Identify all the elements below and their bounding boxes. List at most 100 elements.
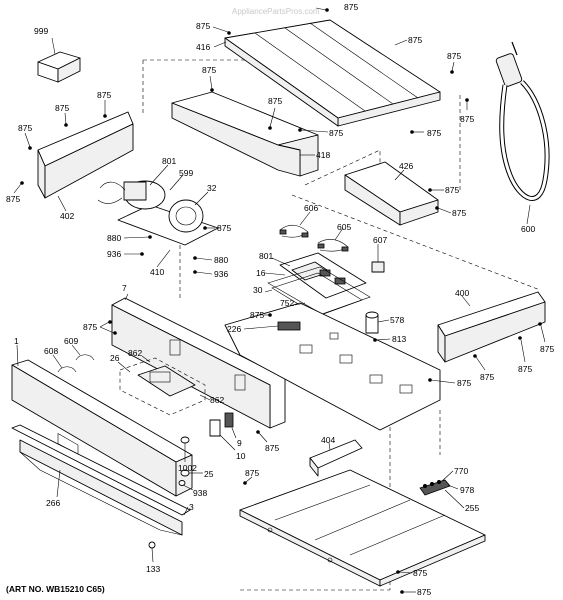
part-label: 875 (457, 378, 471, 388)
part-606-605-wires (279, 224, 349, 252)
part-label: 609 (64, 336, 78, 346)
part-label: 813 (392, 334, 406, 344)
part-label: 1 (14, 336, 19, 346)
part-label: 875 (427, 128, 441, 138)
part-266-trim (11, 424, 191, 536)
part-label: 880 (107, 233, 121, 243)
part-label: 578 (390, 315, 404, 325)
part-label: 875 (447, 51, 461, 61)
part-label: 875 (83, 322, 97, 332)
part-label: 875 (518, 364, 532, 374)
part-133-screw (148, 541, 156, 549)
part-label: 25 (204, 469, 214, 479)
part-label: 801 (162, 156, 176, 166)
part-label: 875 (452, 208, 466, 218)
part-label: 606 (304, 203, 318, 213)
part-label: 875 (250, 310, 264, 320)
watermark: AppliancePartsPros.com (232, 7, 320, 16)
part-label: 607 (373, 235, 387, 245)
part-label: 875 (18, 123, 32, 133)
part-418-duct (171, 91, 319, 177)
part-label: 875 (217, 223, 231, 233)
part-label: 875 (265, 443, 279, 453)
part-label: 936 (107, 249, 121, 259)
part-label: 30 (253, 285, 263, 295)
part-1-front-panel (11, 359, 193, 497)
part-label: 999 (34, 26, 48, 36)
part-label: 1002 (178, 463, 197, 473)
part-label: 418 (316, 150, 330, 160)
part-label: 416 (196, 42, 210, 52)
part-label: 605 (337, 222, 351, 232)
part-801-control-board (267, 252, 371, 317)
part-label: 936 (214, 269, 228, 279)
part-label: 10 (236, 451, 246, 461)
part-label: 7 (122, 283, 127, 293)
part-label: 226 (227, 324, 241, 334)
part-label: 400 (455, 288, 469, 298)
part-labels: 999 875 875 416 875 875 875 875 875 875 … (6, 2, 554, 597)
part-label: 880 (214, 255, 228, 265)
part-26-display-module (119, 357, 206, 416)
part-600-power-cord (495, 41, 550, 201)
part-255-terminal-block (419, 479, 451, 496)
part-400-side-panel (437, 291, 546, 363)
part-label: 875 (268, 96, 282, 106)
part-label: 875 (55, 103, 69, 113)
part-label: 875 (460, 114, 474, 124)
part-label: 875 (417, 587, 431, 597)
part-label: 600 (521, 224, 535, 234)
part-label: 875 (196, 21, 210, 31)
part-label: 26 (110, 353, 120, 363)
part-578 (365, 311, 379, 334)
part-label: 599 (179, 168, 193, 178)
part-label: 875 (329, 128, 343, 138)
part-label: 875 (540, 344, 554, 354)
leader-lines (13, 7, 546, 593)
art-number: (ART NO. WB15210 C65) (6, 584, 105, 594)
part-label: 752 (280, 298, 294, 308)
part-410-fan-assembly (97, 180, 219, 246)
part-label: 875 (445, 185, 459, 195)
part-label: 255 (465, 503, 479, 513)
part-9-10 (209, 412, 234, 437)
part-label: 133 (146, 564, 160, 574)
part-label: 770 (454, 466, 468, 476)
part-label: 862 (210, 395, 224, 405)
part-upper-plate (224, 302, 441, 431)
part-label: 875 (245, 468, 259, 478)
part-label: 875 (202, 65, 216, 75)
part-404-bracket (309, 439, 363, 477)
part-416-top-cover (224, 19, 441, 127)
part-label: 410 (150, 267, 164, 277)
part-label: 3 (189, 502, 194, 512)
part-label: 266 (46, 498, 60, 508)
part-label: 875 (480, 372, 494, 382)
part-label: 875 (344, 2, 358, 12)
part-label: 875 (6, 194, 20, 204)
part-label: 32 (207, 183, 217, 193)
part-label: 938 (193, 488, 207, 498)
part-label: 875 (97, 90, 111, 100)
part-label: 9 (237, 438, 242, 448)
part-1002-25-938 (178, 436, 190, 486)
part-402-panel (37, 111, 134, 199)
part-7-bracket (111, 297, 286, 429)
part-label: 404 (321, 435, 335, 445)
screw-markers (20, 8, 542, 594)
part-label: 16 (256, 268, 266, 278)
part-label: 862 (128, 348, 142, 358)
part-label: 426 (399, 161, 413, 171)
part-426-shelf (344, 161, 439, 226)
part-label: 402 (60, 211, 74, 221)
part-bottom-plate (239, 469, 486, 587)
part-label: 801 (259, 251, 273, 261)
part-608-609 (57, 354, 95, 373)
part-label: 608 (44, 346, 58, 356)
part-label: 978 (460, 485, 474, 495)
part-999-box (37, 51, 81, 83)
part-label: 875 (413, 568, 427, 578)
part-607-sensor (371, 252, 385, 273)
part-label: 875 (408, 35, 422, 45)
